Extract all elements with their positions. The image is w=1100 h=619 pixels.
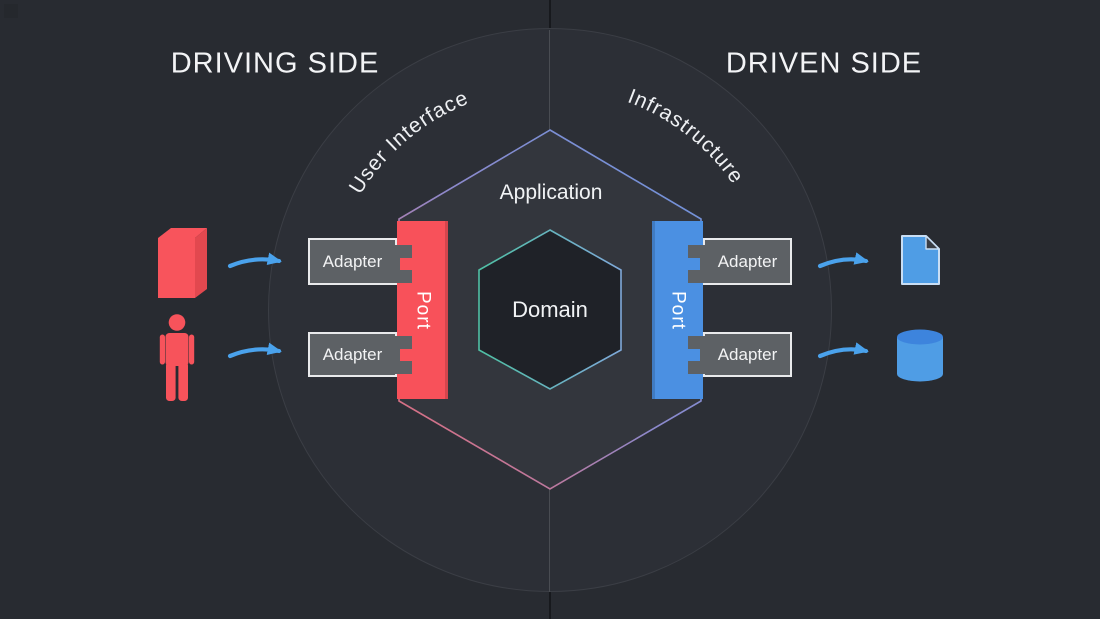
plug-tab bbox=[394, 245, 412, 283]
ring-label-user-interface: User Interface bbox=[345, 86, 472, 198]
arrow-icon bbox=[817, 342, 869, 359]
center-divider-line-inner-bottom bbox=[549, 487, 550, 592]
plug-tab bbox=[688, 336, 706, 374]
adapter-driving-top: Adapter bbox=[308, 238, 397, 285]
arrow-icon bbox=[227, 252, 282, 269]
plug-notch bbox=[688, 349, 700, 361]
adapter-driven-top: Adapter bbox=[703, 238, 792, 285]
arrow-icon bbox=[817, 252, 869, 269]
driven-side-title: DRIVEN SIDE bbox=[725, 47, 923, 80]
adapter-driving-bottom: Adapter bbox=[308, 332, 397, 377]
ring-label-infrastructure: Infrastructure bbox=[625, 85, 748, 188]
document-icon bbox=[901, 235, 940, 285]
port-left-label: Port bbox=[412, 290, 434, 330]
driving-side-title: DRIVING SIDE bbox=[170, 47, 380, 80]
plug-tab bbox=[688, 245, 706, 283]
domain-label: Domain bbox=[512, 297, 588, 322]
port-right-label: Port bbox=[667, 290, 689, 330]
plug-notch bbox=[688, 258, 700, 270]
arrow-icon bbox=[227, 342, 282, 359]
adapter-label: Adapter bbox=[322, 344, 383, 364]
client-app-icon bbox=[158, 228, 207, 298]
plug-notch bbox=[400, 349, 412, 361]
adapter-label: Adapter bbox=[717, 251, 778, 271]
adapter-label: Adapter bbox=[717, 344, 778, 364]
plug-tab bbox=[394, 336, 412, 374]
adapter-label: Adapter bbox=[322, 251, 383, 271]
corner-mark bbox=[4, 4, 18, 18]
domain-hexagon bbox=[478, 229, 622, 390]
database-icon bbox=[897, 329, 943, 382]
user-icon bbox=[159, 314, 195, 401]
plug-notch bbox=[400, 258, 412, 270]
center-divider-line-inner-top bbox=[549, 30, 550, 132]
application-label: Application bbox=[499, 181, 603, 204]
adapter-driven-bottom: Adapter bbox=[703, 332, 792, 377]
